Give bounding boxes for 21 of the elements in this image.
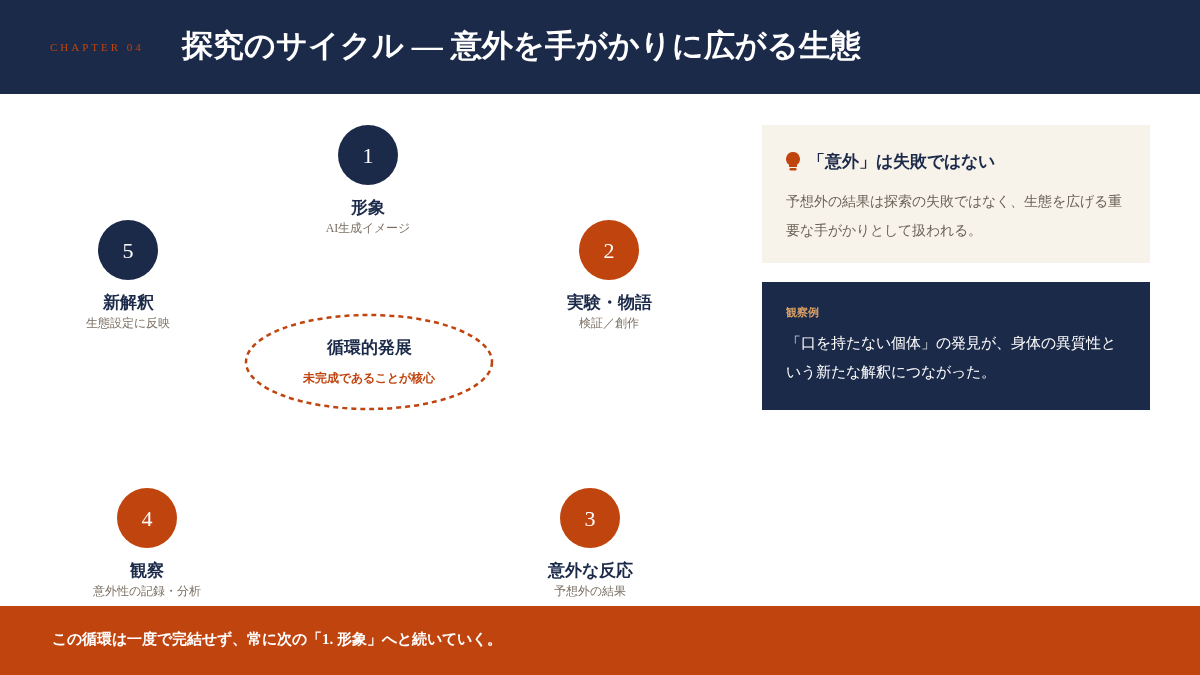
chapter-label: CHAPTER 04	[50, 40, 144, 55]
card-body: 予想外の結果は探索の失敗ではなく、生態を広げる重要な手がかりとして扱われる。	[786, 192, 1123, 240]
card-heading: 「意外」は失敗ではない	[808, 151, 995, 173]
step-title: 実験・物語	[565, 292, 653, 314]
title: 探究のサイクル — 意外を手がかりに広がる生態	[182, 27, 861, 65]
step-title: 意外な反応	[546, 560, 634, 582]
step-subtitle: 意外性の記録・分析	[92, 583, 202, 600]
card-body: 「口を持たない個体」の発見が、身体の異質性という新たな解釈につながった。	[786, 333, 1117, 382]
center-title: 循環的発展	[325, 337, 413, 359]
step-subtitle: AI生成イメージ	[324, 220, 412, 237]
card-label: 観察例	[786, 305, 820, 320]
example-card	[762, 282, 1150, 410]
center-subtitle: 未完成であることが核心	[302, 370, 436, 387]
step-subtitle: 検証／創作	[578, 315, 640, 332]
step-title: 形象	[350, 197, 386, 219]
step-title: 新解釈	[101, 292, 155, 314]
caption: この循環は一度で完結せず、常に次の「1. 形象」へと続いていく。	[52, 630, 502, 650]
step-title: 観察	[129, 560, 165, 582]
step-subtitle: 生態設定に反映	[85, 315, 171, 332]
step-subtitle: 予想外の結果	[553, 583, 627, 600]
note-card	[762, 125, 1150, 263]
